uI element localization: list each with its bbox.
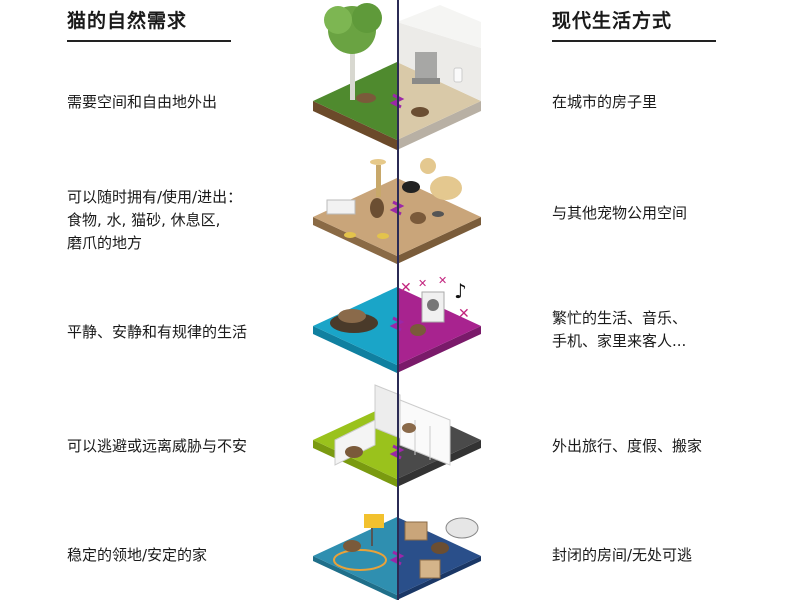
row5-illustration xyxy=(313,514,481,600)
life-text-2: 与其他宠物公用空间 xyxy=(552,204,688,222)
row1-soil-side xyxy=(313,101,397,150)
row3-noise-x-icon: ✕ xyxy=(400,280,412,296)
row1-tree-trunk xyxy=(350,35,355,100)
need-text-1: 需要空间和自由地外出 xyxy=(67,93,218,111)
row3-music-note-icon: ♪ xyxy=(454,279,467,303)
row4-crate xyxy=(399,399,451,466)
svg-text:✕: ✕ xyxy=(438,274,447,287)
modern-life-heading: 现代生活方式 xyxy=(552,10,673,32)
natural-needs-underline xyxy=(67,40,231,42)
row5-territory-ring xyxy=(333,549,387,571)
row2-litter-box xyxy=(326,199,356,215)
row2-cat-black xyxy=(402,181,420,193)
row2-scratching-post xyxy=(376,165,381,197)
row3-noisy-floor xyxy=(397,287,481,365)
svg-text:✕: ✕ xyxy=(458,306,470,322)
row4-cat xyxy=(345,446,363,458)
row5-pet-carrier xyxy=(445,517,479,539)
row5-cat-sign xyxy=(364,514,384,528)
row2-cat-brown xyxy=(370,198,384,218)
row3-agitated-cat xyxy=(410,324,426,336)
row5-floor-left xyxy=(313,517,397,595)
row1-side-wall xyxy=(397,5,481,48)
center-divider xyxy=(397,0,399,600)
row5-cat xyxy=(343,540,361,552)
row3-illustration: ♪ ✕ ✕ ✕ ✕ xyxy=(313,274,481,373)
row3-resting-cat xyxy=(338,309,366,323)
need-text-4: 可以逃避或远离威胁与不安 xyxy=(67,437,248,455)
row4-wall xyxy=(334,419,376,466)
life-text-1: 在城市的房子里 xyxy=(552,93,658,111)
row1-illustration xyxy=(313,3,481,150)
life-text-5: 封闭的房间/无处可逃 xyxy=(552,546,693,564)
life-text-3: 繁忙的生活、音乐、 手机、家里来客人... xyxy=(552,309,688,350)
row1-grass-top xyxy=(313,62,397,140)
need-text-2: 可以随时拥有/使用/进出： 食物, 水, 猫砂, 休息区, 磨爪的地方 xyxy=(67,188,243,252)
need-text-5: 稳定的领地/安定的家 xyxy=(67,546,208,564)
row4-illustration xyxy=(313,384,481,487)
room-illustrations: ♪ ✕ ✕ ✕ ✕ xyxy=(313,3,481,600)
modern-life-underline xyxy=(552,40,716,42)
row2-bowl xyxy=(344,232,356,238)
row1-cat-outdoor xyxy=(356,93,376,103)
row1-floor-side xyxy=(397,101,481,150)
natural-needs-heading: 猫的自然需求 xyxy=(67,10,188,32)
life-text-4: 外出旅行、度假、搬家 xyxy=(552,437,703,455)
row2-dog xyxy=(430,176,462,200)
row1-cat-indoor xyxy=(411,107,429,117)
row1-chair xyxy=(415,52,437,82)
need-text-3: 平静、安静和有规律的生活 xyxy=(67,323,248,341)
row5-moving-box xyxy=(404,521,428,541)
svg-text:✕: ✕ xyxy=(418,277,427,290)
row1-lamp xyxy=(453,67,463,83)
